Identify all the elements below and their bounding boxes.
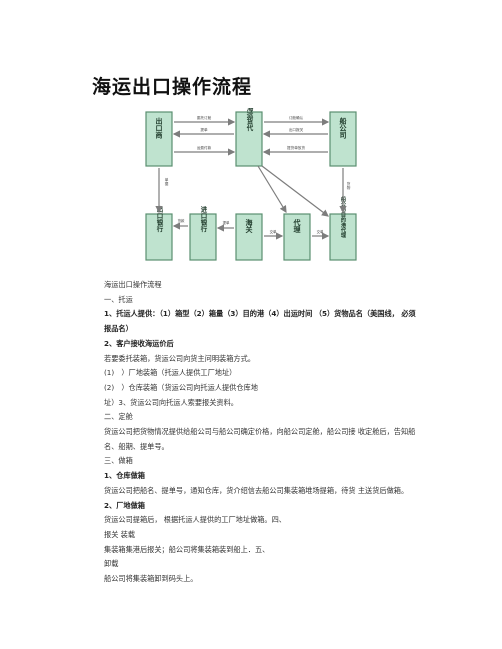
arrow-a4-label: 订舱确认: [289, 115, 304, 120]
arrow-a2-label: 提单: [200, 127, 208, 132]
arrow-a3-label: 运费付款: [197, 145, 212, 150]
box-shipping-company-label: 船公司: [339, 117, 347, 140]
box-export-bank: 出口银行: [145, 205, 173, 261]
article-body: 海运出口操作流程 一、托运 1、托运人提供：（1）箱型（2）箱量（3）目的港（4…: [92, 278, 422, 587]
box-destination-label: 船公司目的港代理: [340, 195, 347, 239]
arrow-a7-label: 单据: [164, 177, 169, 186]
arrow-diagonal: [261, 165, 329, 217]
box-exporter: 出口商: [145, 111, 173, 167]
section-2-title: 二、定舱: [104, 412, 133, 422]
section-1-text-6: 址）3、货运公司向托运人索要报关资料。: [104, 397, 238, 407]
section-3-text-2: 货运公司把船名、提单号，通知仓库，货介绍信去船公司集装箱堆场提箱，待货 主送货后…: [104, 485, 409, 495]
box-exporter-label: 出口商: [155, 117, 163, 140]
section-3-item-1: 1、仓库做箱: [104, 471, 145, 481]
box-customs-label: 海关: [245, 218, 253, 234]
arrow-a1-label: 委托订舱: [197, 115, 212, 120]
arrow-a12-label: 交单: [317, 229, 324, 234]
section-1-item-2: 2、客户接收海运价后: [104, 338, 174, 348]
section-1-title: 一、托运: [104, 294, 133, 304]
section-3-item-3: 2、厂地做箱: [104, 500, 145, 510]
section-3-text-5: 报关 装载: [104, 529, 136, 539]
content-heading: 海运出口操作流程: [104, 280, 162, 289]
section-3-title: 三、做箱: [104, 456, 133, 466]
box-buyer-bank: 进口银行: [189, 205, 217, 261]
arrow-a5-label: 出口报关: [289, 127, 304, 132]
box-buyer-bank-label: 进口银行: [199, 205, 208, 234]
section-3-text-6: 集装箱集港后报关；船公司将集装箱装到船上．五、: [104, 544, 270, 554]
page-title: 海运出口操作流程: [92, 76, 253, 98]
arrow-a10-label: 提单: [223, 220, 230, 225]
section-1-text-4: (1) ）厂地装箱（托运人提供工厂地址）: [104, 368, 237, 378]
box-export-bank-label: 出口银行: [155, 205, 164, 234]
section-1-text-5: (2) ）仓库装箱（货运公司向托运人提供仓库地: [104, 382, 258, 392]
section-3-text-4: 货运公司提箱后， 根据托运人提供的工厂地址做箱。四、: [104, 515, 286, 525]
section-3-text-8: 船公司将集装箱卸到码头上。: [104, 574, 198, 584]
box-customs: 海关: [235, 213, 263, 261]
box-agent: 代理: [283, 213, 311, 261]
arrow-a11-label: 交单: [270, 229, 277, 234]
arrow-a6-label: 提货单放货: [287, 145, 305, 150]
section-1-text-3: 若要委托装箱，货运公司向货主问明装箱方式。: [104, 353, 255, 363]
arrow-a9-label: 货款: [178, 218, 185, 223]
arrow-a8-label: 货物: [346, 181, 351, 190]
section-1-item-1: 1、托运人提供：（1）箱型（2）箱量（3）目的港（4）出运时间 （5）货物品名（…: [104, 309, 416, 334]
section-2-text: 货运公司把货物情况提供给船公司与船公司确定价格，向船公司定舱，船公司接 收定舱后…: [104, 427, 416, 451]
section-3-text-7: 卸载: [104, 559, 119, 569]
box-shipping-company: 船公司: [329, 111, 357, 167]
box-agent-label: 代理: [293, 218, 302, 234]
box-shipper-agent-label: 海运货代: [245, 108, 254, 132]
arrow-diagonal-2: [257, 165, 287, 214]
flow-diagram: 出口商 海运货代 船公司 出口银行 进口银行 海关 代理 船公司目的港代理 委托…: [145, 108, 357, 261]
box-shipper-agent: 海运货代: [235, 108, 263, 167]
box-destination: 船公司目的港代理: [329, 195, 357, 261]
